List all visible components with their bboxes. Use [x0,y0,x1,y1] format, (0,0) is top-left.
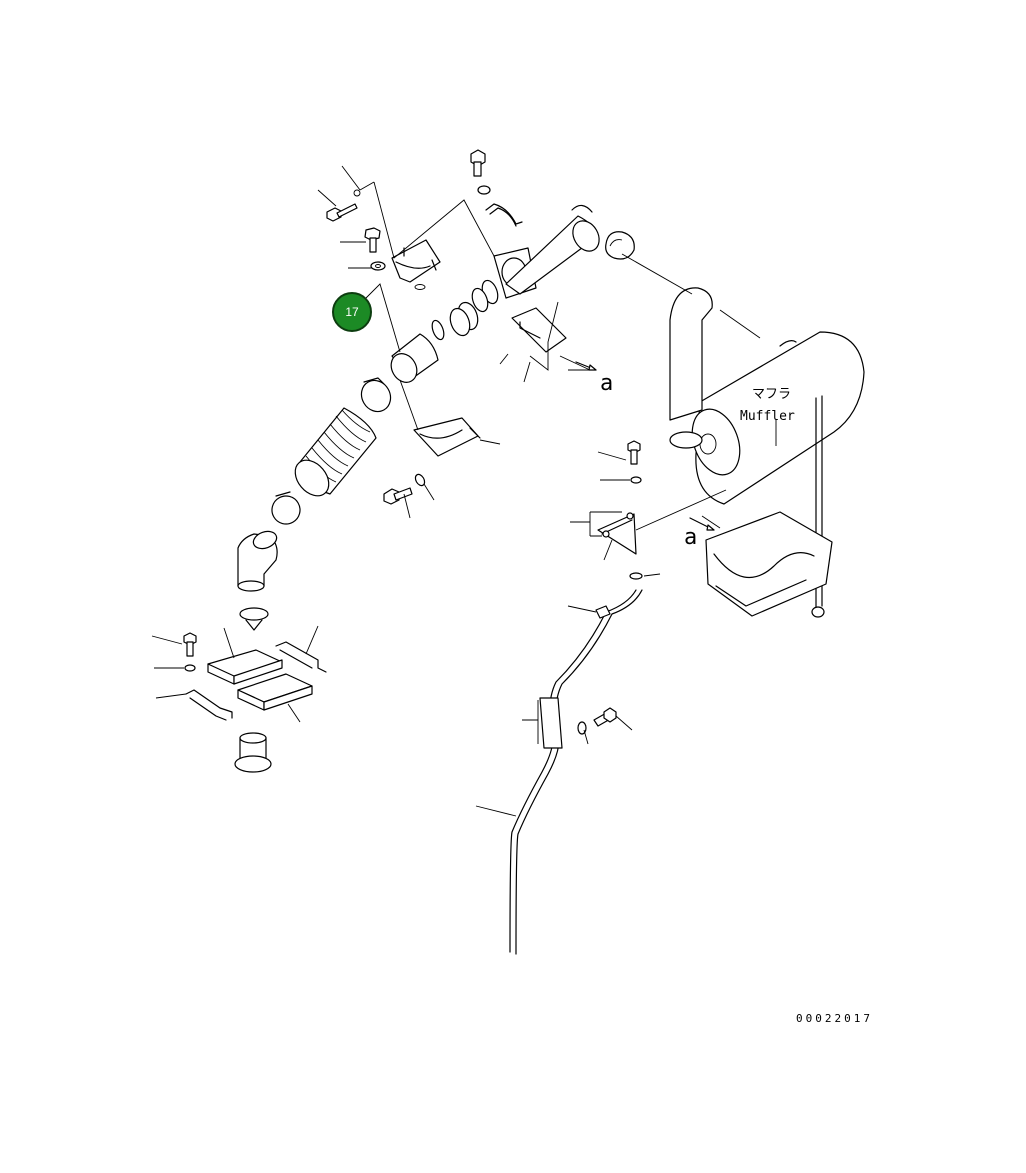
bolt-upper-left [326,189,361,222]
strap-lower-left [185,689,233,721]
pipe-clamp-bracket-upper [391,239,441,290]
exhaust-tail-pipe-stub [234,732,272,773]
drain-tube-clip [539,697,563,749]
muffler-label-jp: マフラ [752,387,791,402]
elbow-pipe [237,530,278,592]
callout-badge-17[interactable]: 17 [332,292,372,332]
washer-upper-left [370,261,386,271]
flexible-bellows-hose [294,407,377,497]
muffler-label-en: Muffler [740,409,795,424]
bolt-center-right [627,440,642,484]
hose-clamp-top-right [605,231,635,260]
bolt-drain-clip [577,707,617,735]
intermediate-pipe [390,333,439,383]
pipe-bracket-mid [413,417,481,457]
bolt-lower-left [183,632,197,672]
washer-center-right [629,572,643,580]
bolt-mid [383,473,426,505]
bolt-top [470,149,491,195]
band-clamp-lower-left [239,607,269,631]
hose-clamp-lower [271,491,301,525]
muffler-body [691,331,865,505]
bracket-support-a [511,307,567,353]
strap-upper-right [275,641,327,673]
muffler-mount-bracket [705,511,833,618]
triangle-stay-bracket [597,512,637,555]
mount-pad-lower [237,673,313,711]
seal-ring-set [431,279,499,341]
hose-clamp-mid [360,377,392,413]
reference-arrow-right [689,517,715,531]
leader-lines [151,165,777,817]
reference-label-a-top: a [600,371,613,396]
exhaust-outlet-elbow [505,204,600,295]
reference-arrow-top [575,361,597,371]
u-clamp-top [485,203,523,227]
mount-pad-upper [207,649,283,685]
drain-tube [509,589,643,955]
muffler-inlet-pipe [669,287,713,449]
drawing-number: 00022017 [796,1012,873,1025]
reference-label-a-right: a [684,525,697,550]
bolt-upper-left-2 [364,227,381,253]
